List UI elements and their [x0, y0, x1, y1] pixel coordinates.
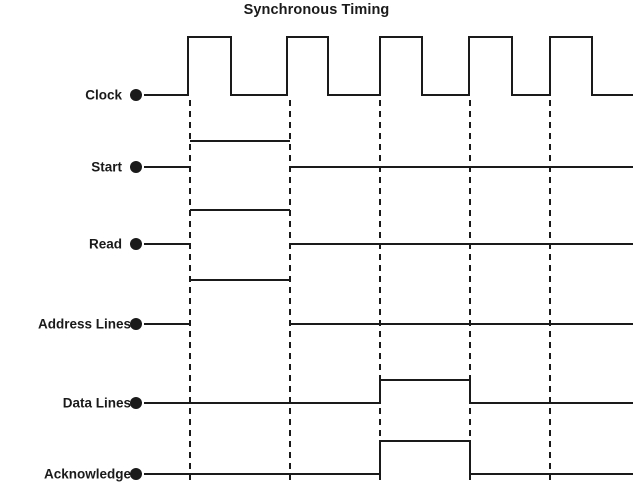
diagram-title: Synchronous Timing — [243, 2, 390, 18]
signal-dot-start — [130, 161, 142, 173]
signal-dot-data-lines — [130, 397, 142, 409]
signal-label-clock: Clock — [85, 87, 122, 103]
signal-waveforms — [144, 36, 633, 475]
waveform-acknowledge — [144, 440, 633, 475]
signal-dot-acknowledge — [130, 468, 142, 480]
clock-edge-gridlines — [189, 100, 551, 483]
waveform-data-lines — [144, 379, 633, 404]
signal-label-acknowledge: Acknowledge — [43, 466, 131, 482]
signal-dot-read — [130, 238, 142, 250]
signal-terminal-dots — [130, 89, 142, 480]
signal-label-data-lines: Data Lines — [62, 395, 131, 411]
signal-label-start: Start — [91, 159, 122, 175]
waveform-clock — [144, 36, 633, 96]
signal-label-address-lines: Address Lines — [37, 316, 131, 332]
signal-dot-clock — [130, 89, 142, 101]
signal-dot-address-lines — [130, 318, 142, 330]
signal-label-read: Read — [88, 236, 122, 252]
